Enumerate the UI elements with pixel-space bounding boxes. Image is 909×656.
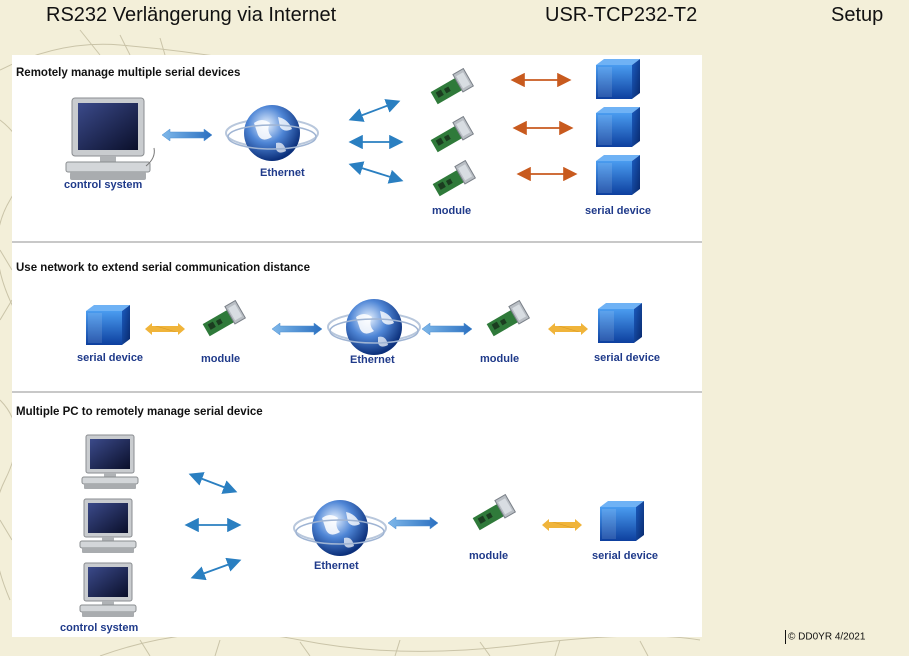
double-arrow-icon	[387, 516, 439, 530]
divider-mark	[785, 630, 786, 644]
module-label: module	[480, 353, 519, 365]
computer-icon	[65, 97, 155, 181]
serial-device-icon	[600, 501, 644, 541]
double-arrow-icon	[161, 128, 213, 142]
computer-icon	[81, 434, 139, 490]
module-icon	[430, 160, 476, 199]
ethernet-label: Ethernet	[260, 167, 305, 179]
section-heading: Remotely manage multiple serial devices	[16, 67, 240, 79]
section-extend-distance: Use network to extend serial communicati…	[16, 262, 660, 366]
copyright-text: © DD0YR 4/2021	[788, 631, 866, 643]
serial-device-icon	[598, 303, 642, 343]
copyright-notice: © DD0YR 4/2021	[785, 630, 865, 644]
module-icon	[428, 68, 474, 107]
module-icon	[200, 300, 246, 339]
section-remote-manage: Remotely manage multiple serial devices …	[16, 59, 651, 217]
computer-icon	[79, 498, 137, 554]
globe-icon	[293, 499, 387, 557]
ethernet-label: Ethernet	[350, 354, 395, 366]
serial-device-icon	[86, 305, 130, 345]
globe-icon	[327, 298, 421, 356]
module-label: module	[469, 550, 508, 562]
diagram-panel: Remotely manage multiple serial devices …	[12, 55, 702, 637]
module-icon	[428, 116, 474, 155]
slide-title: RS232 Verlängerung via Internet	[46, 4, 337, 26]
computer-icon	[79, 562, 137, 618]
serial-link-icon	[145, 323, 185, 335]
ethernet-label: Ethernet	[314, 560, 359, 572]
control-system-label: control system	[60, 622, 138, 634]
serial-link-icon	[548, 323, 588, 335]
control-system-label: control system	[64, 179, 142, 191]
slide-section-label: Setup	[831, 4, 884, 26]
serial-device-label: serial device	[594, 352, 660, 364]
link-arrow	[348, 99, 401, 122]
slide-subtitle: USR-TCP232-T2	[545, 4, 698, 26]
globe-icon	[225, 104, 319, 162]
module-icon	[470, 494, 516, 533]
section-multiple-pc: Multiple PC to remotely manage serial de…	[16, 406, 658, 634]
link-arrow	[348, 161, 404, 184]
double-arrow-icon	[271, 322, 323, 336]
serial-link-icon	[542, 519, 582, 531]
link-arrow	[188, 472, 238, 494]
section-heading: Multiple PC to remotely manage serial de…	[16, 406, 263, 418]
link-arrow	[190, 557, 242, 581]
module-label: module	[201, 353, 240, 365]
serial-device-label: serial device	[592, 550, 658, 562]
serial-device-label: serial device	[585, 205, 651, 217]
serial-device-icon	[596, 155, 640, 195]
serial-device-label: serial device	[77, 352, 143, 364]
serial-device-icon	[596, 59, 640, 99]
section-heading: Use network to extend serial communicati…	[16, 262, 310, 274]
module-label: module	[432, 205, 471, 217]
serial-device-icon	[596, 107, 640, 147]
double-arrow-icon	[421, 322, 473, 336]
module-icon	[484, 300, 530, 339]
